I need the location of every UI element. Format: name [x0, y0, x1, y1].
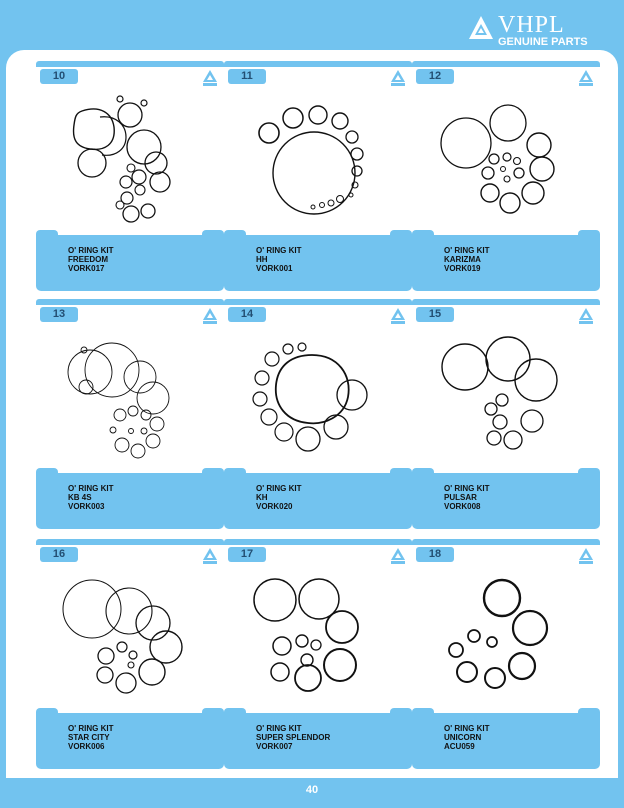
product-info-panel: O' RING KIT UNICORN ACU059 — [412, 708, 600, 769]
product-type: O' RING KIT — [68, 484, 114, 493]
item-number-badge: 18 — [416, 547, 454, 562]
product-model: PULSAR — [444, 493, 477, 502]
o-ring-set-image — [252, 342, 368, 452]
product-card[interactable]: 15 O' RING KIT PULSAR VORK008 — [412, 299, 600, 529]
card-top-bar — [412, 299, 600, 305]
o-ring-set-image — [440, 104, 555, 214]
product-card[interactable]: 16 O' RING KIT STAR CITY VORK006 — [36, 539, 224, 769]
vhpl-mini-logo-icon — [579, 548, 593, 564]
product-card[interactable]: 17 O' RING KIT SUPER SPLENDOR VORK007 — [224, 539, 412, 769]
product-model: SUPER SPLENDOR — [256, 733, 331, 742]
card-top-bar — [36, 299, 224, 305]
product-type: O' RING KIT — [68, 724, 114, 733]
vhpl-triangle-icon — [469, 16, 493, 39]
vhpl-mini-logo-icon — [203, 70, 217, 86]
product-code: VORK019 — [444, 264, 481, 273]
brand-tagline: GENUINE PARTS — [498, 36, 588, 48]
product-code: VORK001 — [256, 264, 293, 273]
product-model: FREEDOM — [68, 255, 108, 264]
o-ring-set-image — [62, 579, 183, 694]
card-top-bar — [412, 539, 600, 545]
product-code: VORK007 — [256, 742, 293, 751]
product-code: VORK017 — [68, 264, 105, 273]
vhpl-mini-logo-icon — [391, 548, 405, 564]
vhpl-mini-logo-icon — [391, 70, 405, 86]
product-type: O' RING KIT — [68, 246, 114, 255]
product-info-panel: O' RING KIT KB 4S VORK003 — [36, 468, 224, 529]
item-number-badge: 14 — [228, 307, 266, 322]
product-model: KH — [256, 493, 268, 502]
product-code: VORK006 — [68, 742, 105, 751]
item-number-badge: 15 — [416, 307, 454, 322]
item-number-badge: 12 — [416, 69, 454, 84]
product-card[interactable]: 14 O' RING KIT KH VORK020 — [224, 299, 412, 529]
product-type: O' RING KIT — [256, 724, 302, 733]
product-info-panel: O' RING KIT KARIZMA VORK019 — [412, 230, 600, 291]
product-type: O' RING KIT — [444, 484, 490, 493]
page-number: 40 — [305, 784, 319, 796]
product-card[interactable]: 11 O' RING KIT HH VORK001 — [224, 61, 412, 291]
item-number-badge: 16 — [40, 547, 78, 562]
card-top-bar — [36, 539, 224, 545]
product-type: O' RING KIT — [256, 484, 302, 493]
vhpl-mini-logo-icon — [391, 308, 405, 324]
vhpl-mini-logo-icon — [579, 308, 593, 324]
o-ring-set-image — [253, 578, 359, 692]
card-top-bar — [224, 299, 412, 305]
product-code: VORK008 — [444, 502, 481, 511]
o-ring-set-image — [448, 578, 549, 689]
vhpl-mini-logo-icon — [203, 548, 217, 564]
product-info-panel: O' RING KIT KH VORK020 — [224, 468, 412, 529]
product-info-panel: O' RING KIT HH VORK001 — [224, 230, 412, 291]
product-type: O' RING KIT — [444, 724, 490, 733]
item-number-badge: 10 — [40, 69, 78, 84]
item-number-badge: 13 — [40, 307, 78, 322]
product-model: KB 4S — [68, 493, 92, 502]
product-model: UNICORN — [444, 733, 482, 742]
product-type: O' RING KIT — [256, 246, 302, 255]
product-card[interactable]: 12 O' RING KIT KARIZMA VORK019 — [412, 61, 600, 291]
product-code: ACU059 — [444, 742, 475, 751]
vhpl-mini-logo-icon — [579, 70, 593, 86]
item-number-badge: 17 — [228, 547, 266, 562]
product-code: VORK020 — [256, 502, 293, 511]
card-top-bar — [224, 539, 412, 545]
product-model: KARIZMA — [444, 255, 481, 264]
product-type: O' RING KIT — [444, 246, 490, 255]
o-ring-set-image — [67, 342, 170, 459]
product-code: VORK003 — [68, 502, 105, 511]
product-info-panel: O' RING KIT SUPER SPLENDOR VORK007 — [224, 708, 412, 769]
o-ring-set-image — [441, 336, 558, 450]
vhpl-mini-logo-icon — [203, 308, 217, 324]
product-info-panel: O' RING KIT PULSAR VORK008 — [412, 468, 600, 529]
product-model: HH — [256, 255, 268, 264]
product-card[interactable]: 13 O' RING KIT KB 4S VORK003 — [36, 299, 224, 529]
product-model: STAR CITY — [68, 733, 110, 742]
product-card[interactable]: 18 O' RING KIT UNICORN ACU059 — [412, 539, 600, 769]
item-number-badge: 11 — [228, 69, 266, 84]
brand-name: VHPL — [498, 12, 565, 38]
product-info-panel: O' RING KIT STAR CITY VORK006 — [36, 708, 224, 769]
card-top-bar — [412, 61, 600, 67]
card-top-bar — [224, 61, 412, 67]
product-card[interactable]: 10 O' RING KIT FREEDOM VORK017 — [36, 61, 224, 291]
card-top-bar — [36, 61, 224, 67]
o-ring-set-image — [258, 105, 364, 215]
brand-logo: VHPL GENUINE PARTS — [468, 12, 618, 48]
product-info-panel: O' RING KIT FREEDOM VORK017 — [36, 230, 224, 291]
o-ring-set-image — [72, 95, 171, 223]
